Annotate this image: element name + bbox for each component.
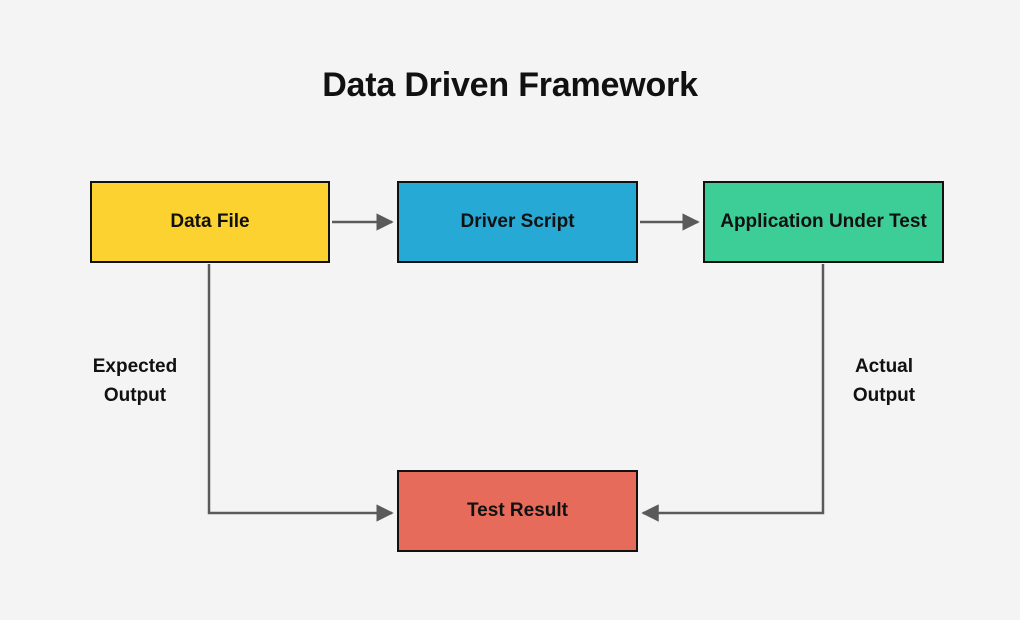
node-driver-script-label: Driver Script — [460, 211, 575, 233]
page-title: Data Driven Framework — [322, 66, 698, 104]
connector-data-file-to-test-result — [207, 264, 394, 522]
node-application-under-test[interactable]: Application Under Test — [703, 181, 944, 263]
connector-application-to-test-result — [641, 264, 825, 522]
node-data-file[interactable]: Data File — [90, 181, 330, 263]
edge-label-actual-output: Actual Output — [804, 353, 964, 410]
node-test-result[interactable]: Test Result — [397, 470, 638, 552]
node-driver-script[interactable]: Driver Script — [397, 181, 638, 263]
node-test-result-label: Test Result — [466, 500, 568, 522]
edge-label-actual-output-line1: Actual — [854, 356, 914, 377]
edge-label-actual-output-line2: Output — [852, 384, 916, 406]
node-application-under-test-label: Application Under Test — [720, 211, 927, 233]
edge-label-expected-output-line2: Output — [103, 384, 167, 406]
edge-label-expected-output-line1: Expected — [92, 356, 178, 377]
edge-label-expected-output: Expected Output — [55, 353, 215, 410]
node-data-file-label: Data File — [170, 211, 250, 233]
